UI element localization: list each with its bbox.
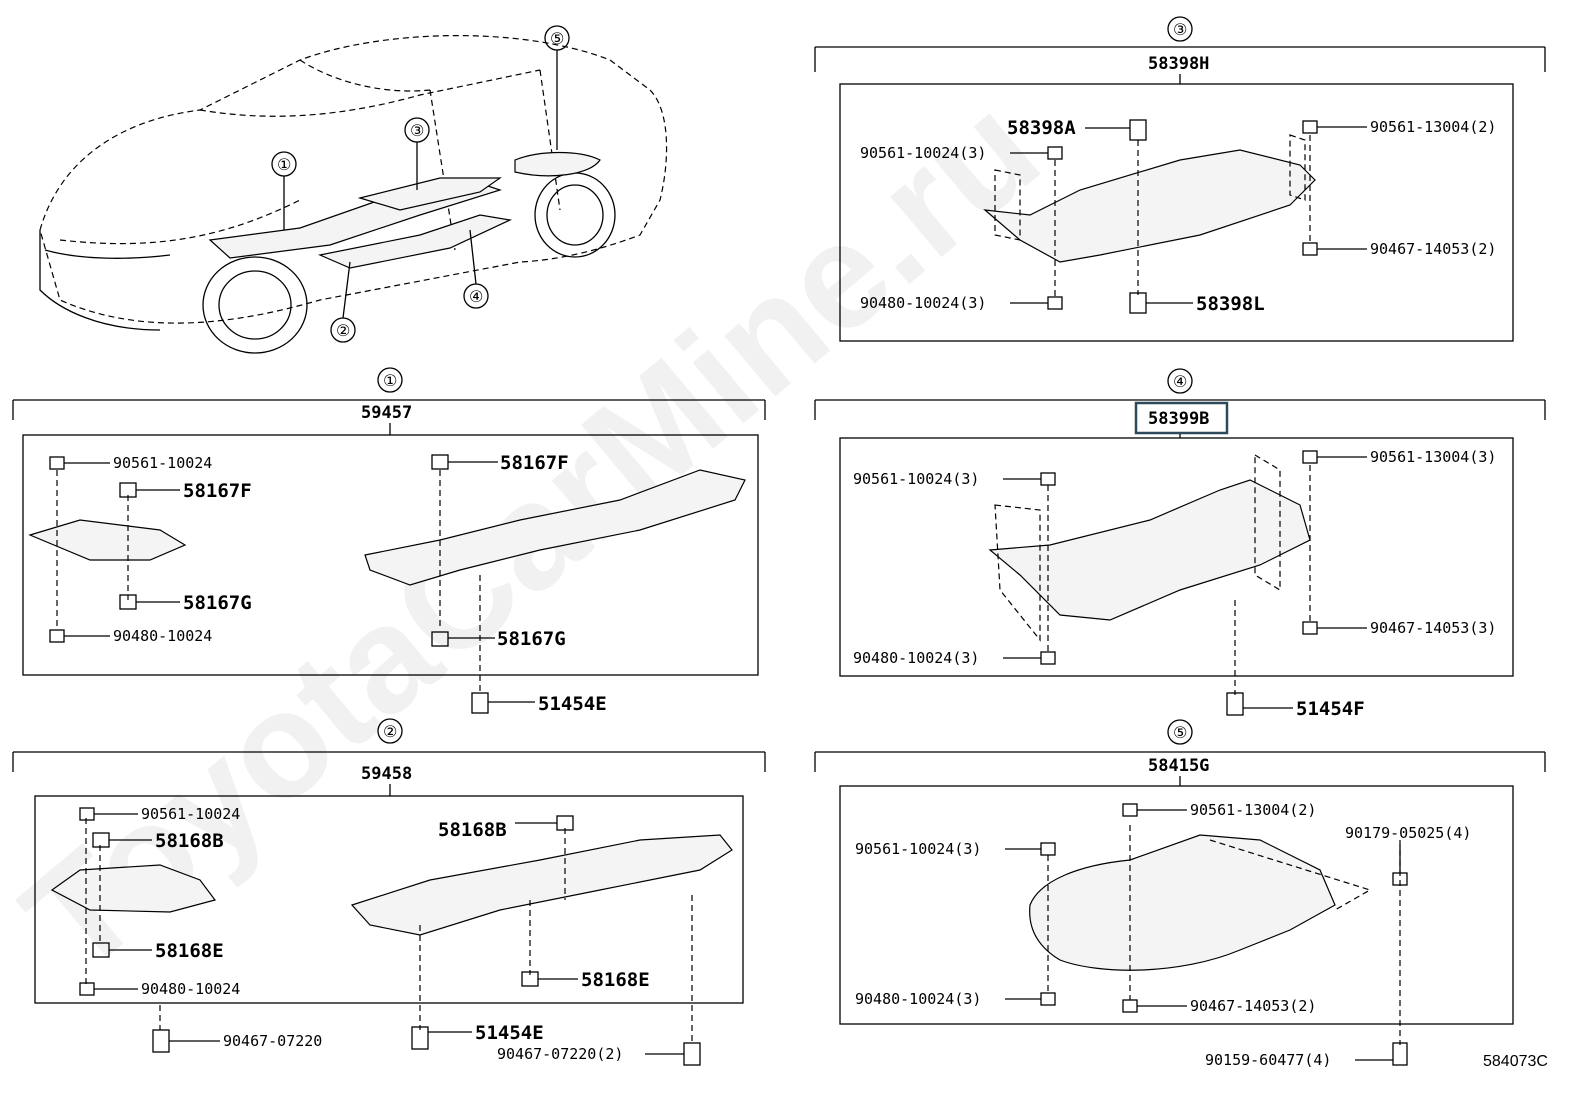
label-58398a: 58398A xyxy=(1007,117,1076,139)
label-90561-10024: 90561-10024 xyxy=(141,805,240,823)
group-4-part-number: 58399B xyxy=(1148,409,1209,429)
callout-5: ⑤ xyxy=(550,29,564,48)
label-90561-10024-3: 90561-10024(3) xyxy=(860,144,986,162)
callout-4: ④ xyxy=(469,287,483,306)
label-58168b: 58168B xyxy=(155,830,224,852)
group-2-part-number: 59458 xyxy=(361,764,412,784)
callout-2: ② xyxy=(336,321,350,340)
label-90467-14053-2: 90467-14053(2) xyxy=(1370,240,1496,258)
label-58168e-main: 58168E xyxy=(581,969,650,991)
overview-callouts: ① ② ③ ④ ⑤ xyxy=(271,25,570,343)
diagram-code: 584073C xyxy=(1483,1053,1548,1070)
label-90467-07220: 90467-07220 xyxy=(223,1032,322,1050)
label-90467-14053-2: 90467-14053(2) xyxy=(1190,997,1316,1015)
label-90480-10024-3: 90480-10024(3) xyxy=(853,649,979,667)
label-51454f: 51454F xyxy=(1296,698,1365,720)
label-90480-10024-3: 90480-10024(3) xyxy=(860,294,986,312)
car-overview xyxy=(39,35,668,354)
group-5-part-number: 58415G xyxy=(1148,756,1209,776)
label-90561-10024-3: 90561-10024(3) xyxy=(853,470,979,488)
group-2-index: ② xyxy=(383,722,397,741)
label-90467-14053-3: 90467-14053(3) xyxy=(1370,619,1496,637)
group-3-index: ③ xyxy=(1173,20,1187,39)
group-4-index: ④ xyxy=(1173,372,1187,391)
label-90467-07220-2: 90467-07220(2) xyxy=(497,1045,623,1063)
label-90561-13004-2: 90561-13004(2) xyxy=(1370,118,1496,136)
group-1-part-number: 59457 xyxy=(361,403,412,423)
group-2: ② 59458 90561-10024 58168B 58168E 90480-… xyxy=(12,718,766,1066)
label-90561-13004-2: 90561-13004(2) xyxy=(1190,801,1316,819)
group-5: ⑤ 58415G 90561-13004(2) 90561-10024(3) 9… xyxy=(814,719,1546,1069)
label-90480-10024: 90480-10024 xyxy=(113,627,212,645)
label-58167f: 58167F xyxy=(183,480,252,502)
label-90561-10024-3: 90561-10024(3) xyxy=(855,840,981,858)
label-90480-10024-3: 90480-10024(3) xyxy=(855,990,981,1008)
label-58398l: 58398L xyxy=(1196,293,1265,315)
group-1: ① 59457 90561-10024 58167F 58167G 90480-… xyxy=(12,367,766,715)
label-58167f-main: 58167F xyxy=(500,452,569,474)
group-3: ③ 58398H 58398A 90561-10024(3) 90561-130… xyxy=(814,16,1546,342)
label-51454e: 51454E xyxy=(538,693,607,715)
group-1-index: ① xyxy=(383,371,397,390)
callout-3: ③ xyxy=(410,121,424,140)
label-90179-05025-4: 90179-05025(4) xyxy=(1345,824,1471,842)
label-90159-60477-4: 90159-60477(4) xyxy=(1205,1051,1331,1069)
group-4: ④ 58399B 90561-10024(3) 90561-13004(3) 9… xyxy=(814,368,1546,720)
label-58168b-main: 58168B xyxy=(438,819,507,841)
group-3-part-number: 58398H xyxy=(1148,54,1209,74)
label-51454e: 51454E xyxy=(475,1022,544,1044)
label-90480-10024: 90480-10024 xyxy=(141,980,240,998)
callout-1: ① xyxy=(277,155,291,174)
label-58167g-main: 58167G xyxy=(497,628,566,650)
highlighted-part-frame xyxy=(1134,401,1229,435)
label-58168e: 58168E xyxy=(155,940,224,962)
group-5-index: ⑤ xyxy=(1173,723,1187,742)
label-58167g: 58167G xyxy=(183,592,252,614)
label-90561-13004-3: 90561-13004(3) xyxy=(1370,448,1496,466)
label-90561-10024: 90561-10024 xyxy=(113,454,212,472)
